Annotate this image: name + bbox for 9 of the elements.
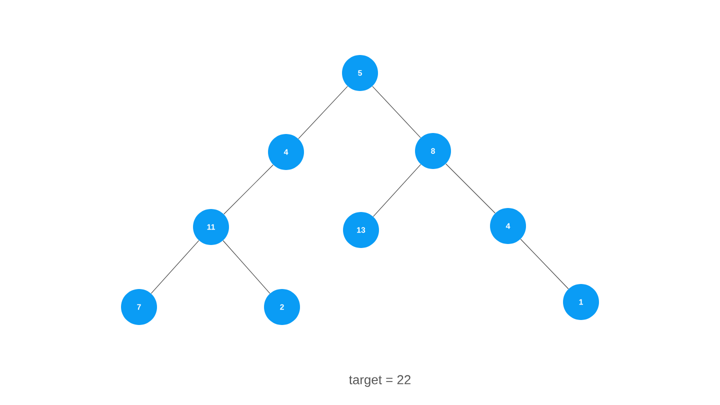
tree-edge: [446, 164, 496, 214]
tree-edge: [520, 238, 569, 290]
caption-text: target = 22: [349, 375, 410, 387]
tree-edge: [372, 86, 421, 138]
tree-edge: [150, 240, 200, 294]
tree-edge: [224, 164, 274, 214]
tree-edge: [372, 164, 422, 217]
tree-edge: [298, 86, 348, 140]
tree-edge: [222, 240, 270, 294]
